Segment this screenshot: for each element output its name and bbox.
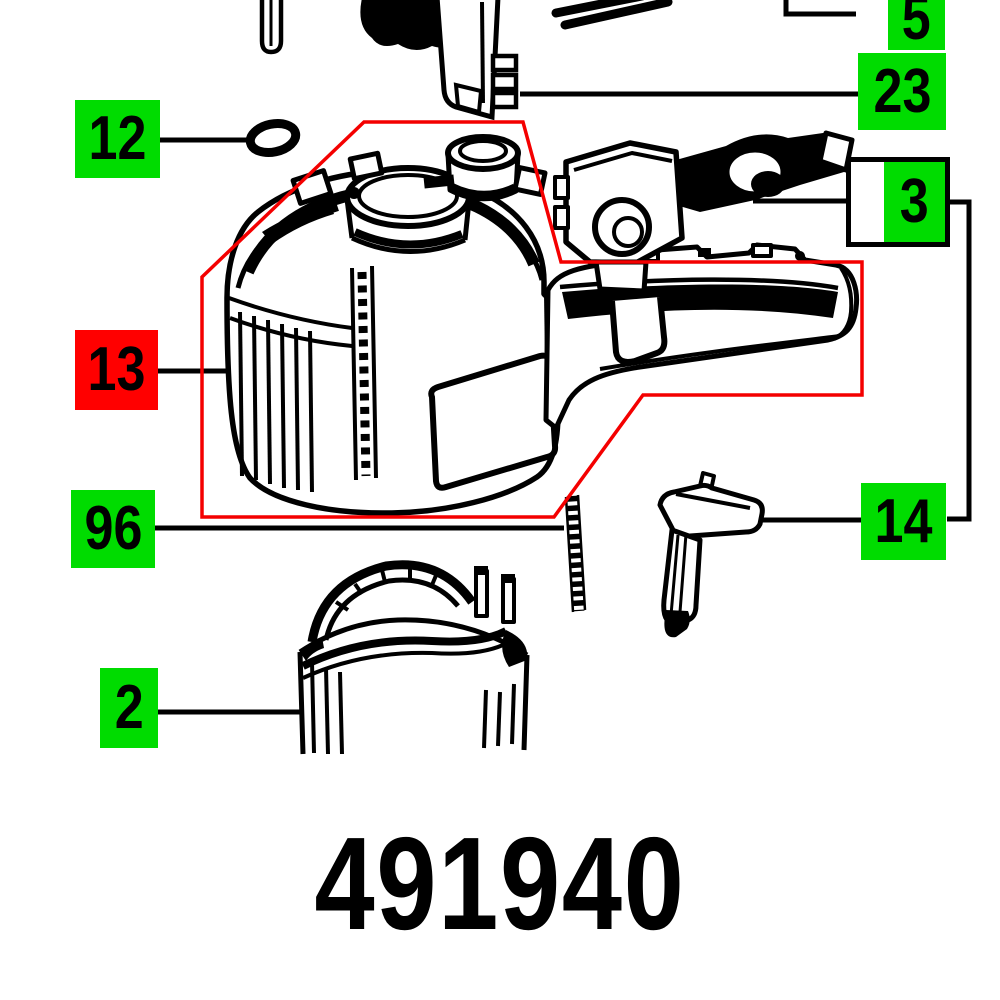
pin-drawing (259, 0, 284, 55)
callout-5-label: 5 (902, 0, 931, 53)
callout-12-label: 12 (88, 104, 147, 173)
screw-drawing (551, 0, 673, 30)
electronics-module-drawing (360, 0, 519, 121)
callout-96-label: 96 (84, 494, 142, 563)
callout-2[interactable]: 2 (100, 668, 158, 748)
callout-5[interactable]: 5 (888, 0, 945, 50)
highlight-outline (200, 120, 864, 519)
callout-3[interactable]: 3 (846, 157, 950, 247)
field-stator-drawing (297, 560, 530, 755)
callout-23[interactable]: 23 (858, 53, 946, 130)
leader-3-to-14 (947, 199, 972, 522)
cable-bracket-drawing (657, 471, 765, 638)
callout-14-label: 14 (874, 486, 933, 556)
brush-spring-drawing (564, 494, 587, 613)
callout-3-white-section (851, 162, 884, 242)
leader-5 (783, 0, 856, 17)
switch-drawing (553, 130, 855, 294)
callout-13[interactable]: 13 (75, 330, 158, 410)
part-number: 491940 (314, 810, 686, 957)
callout-13-label: 13 (87, 335, 146, 404)
callout-3-green-section: 3 (883, 162, 945, 242)
callout-3-label: 3 (899, 167, 929, 236)
callout-12[interactable]: 12 (75, 100, 160, 178)
callout-23-label: 23 (873, 56, 931, 126)
leader-lines (150, 0, 972, 715)
o-ring-drawing (245, 118, 301, 158)
callout-2-label: 2 (114, 673, 144, 742)
housing-arm-drawing (543, 242, 859, 431)
callout-96[interactable]: 96 (71, 490, 155, 568)
callout-14[interactable]: 14 (861, 483, 946, 560)
